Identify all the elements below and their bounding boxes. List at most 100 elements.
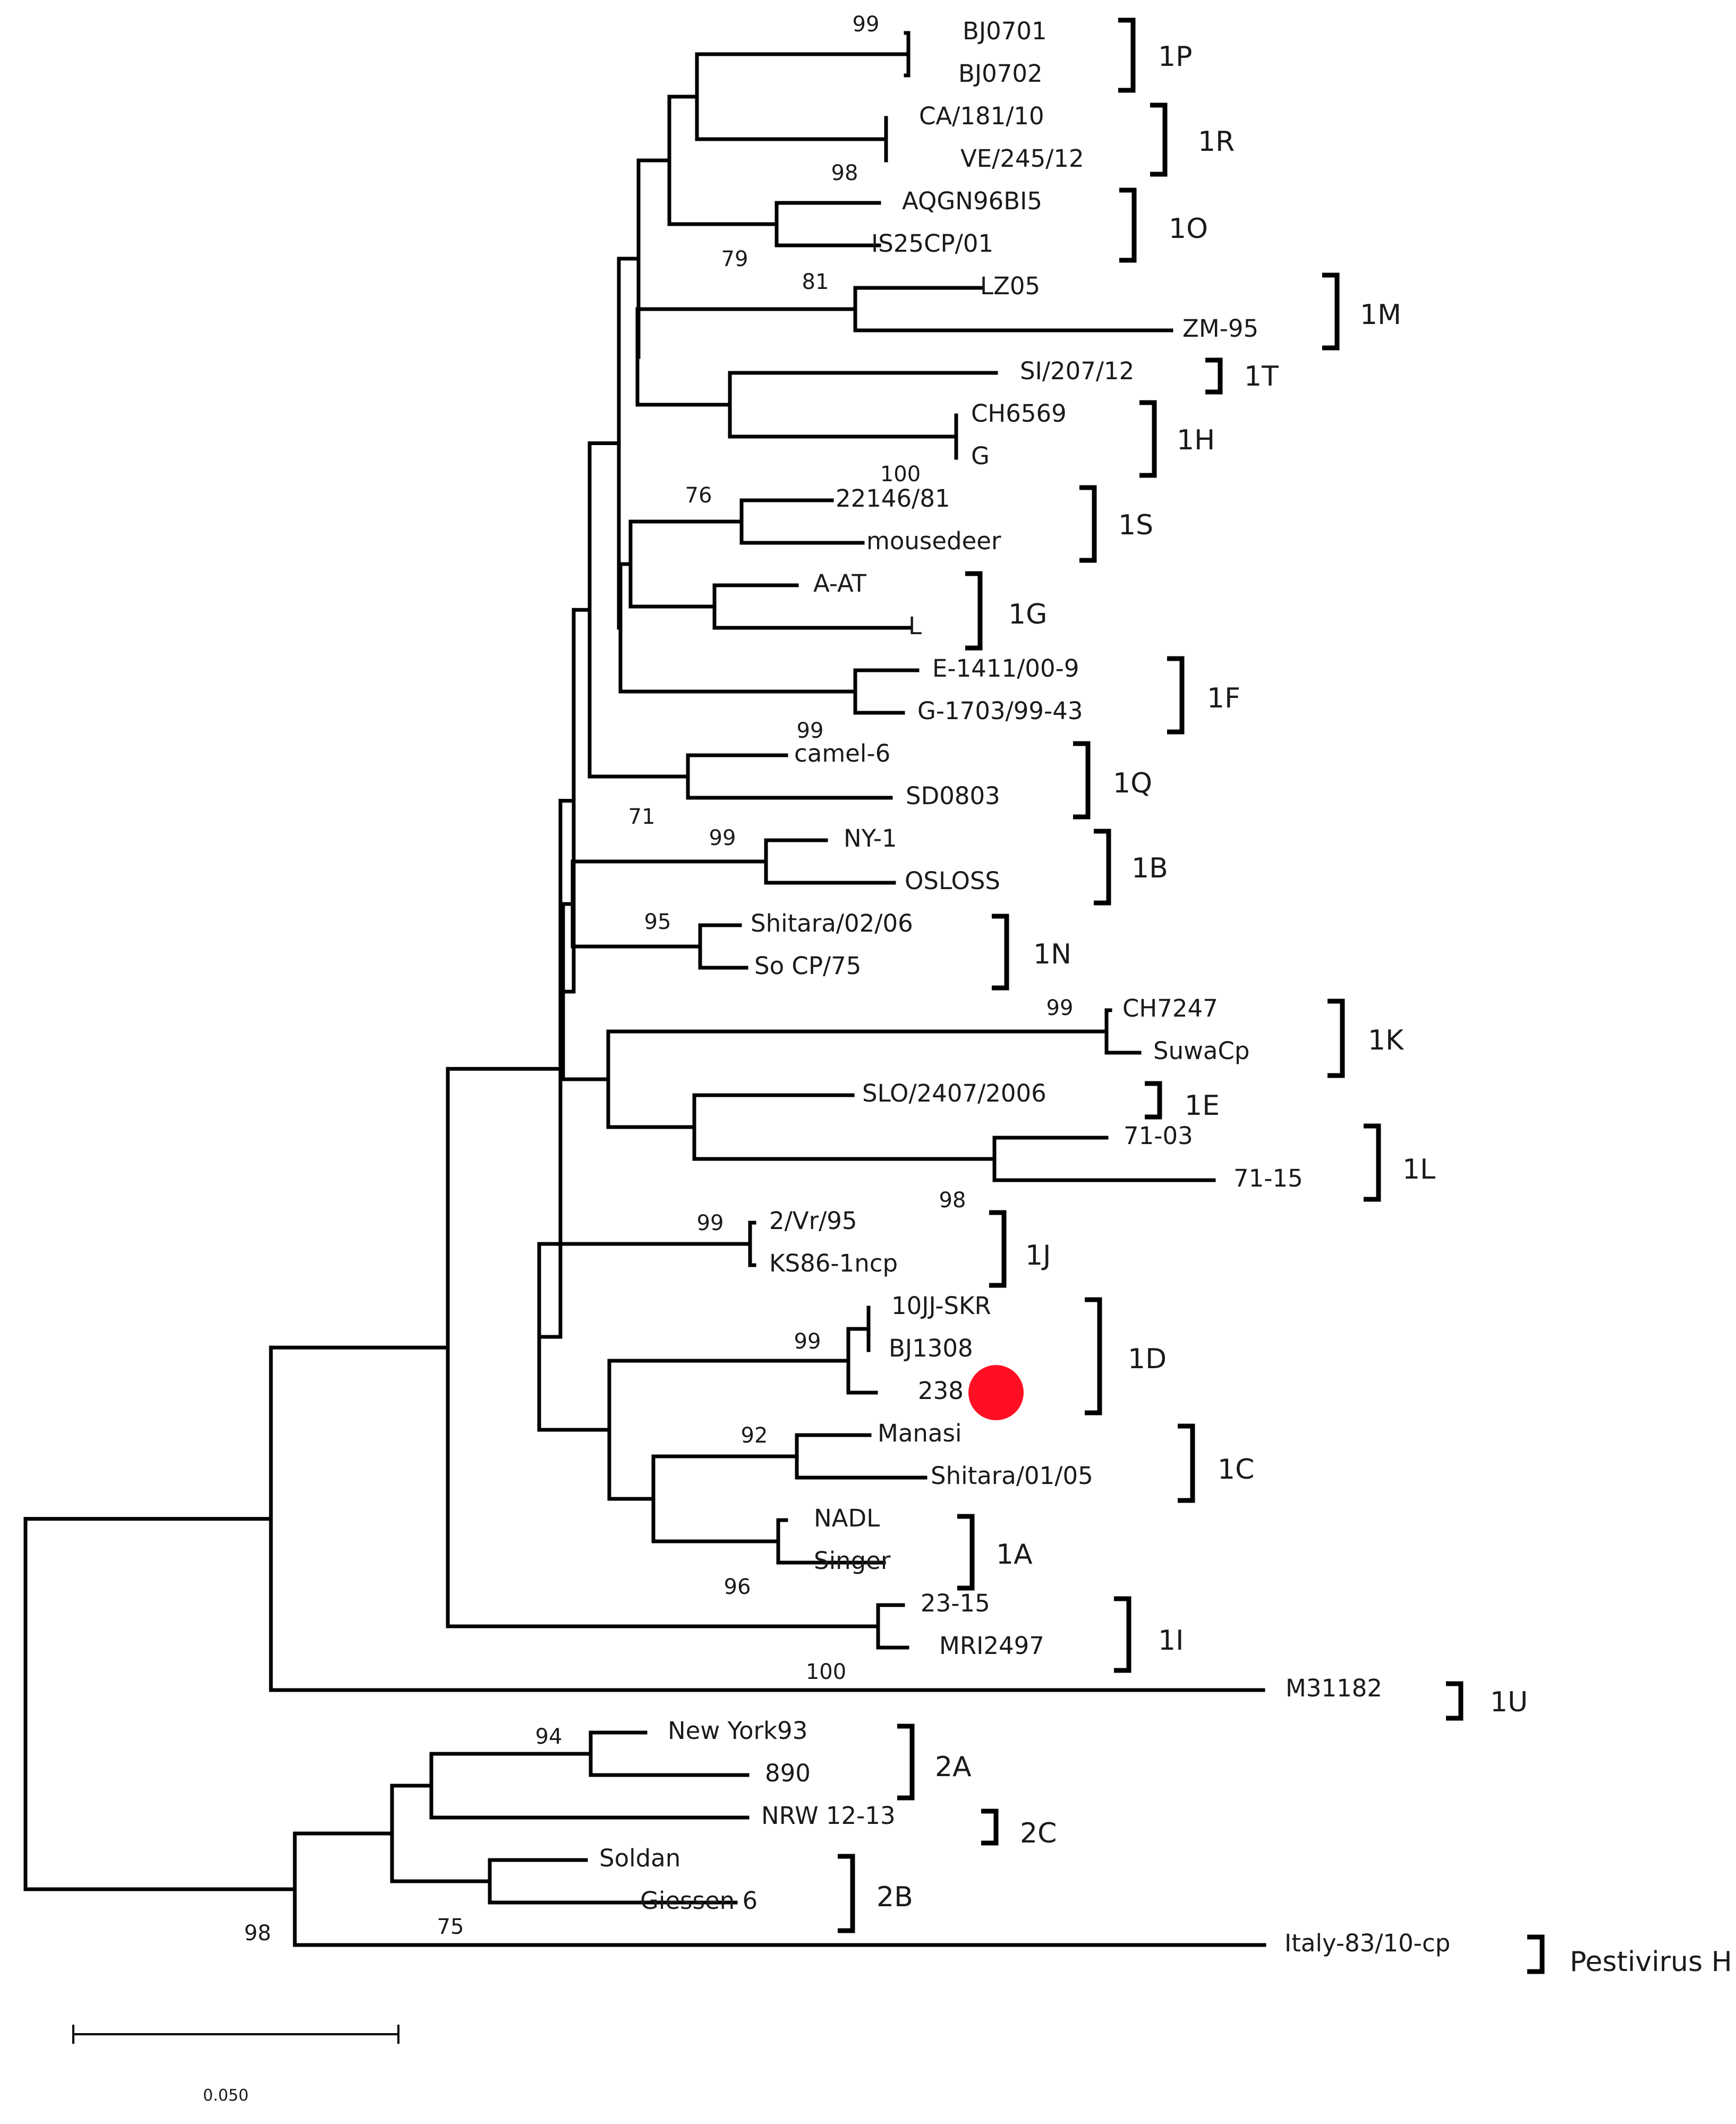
clade-bracket-1h — [1139, 400, 1157, 478]
taxon-label-bj0702: BJ0702 — [958, 59, 1043, 88]
bootstrap-value: 76 — [685, 483, 712, 508]
bootstrap-value: 100 — [880, 462, 921, 487]
taxon-label-bj1308: BJ1308 — [889, 1334, 973, 1362]
scale-bar — [72, 2025, 399, 2044]
taxon-label-mousedeer: mousedeer — [866, 527, 1001, 555]
clade-label-1h: 1H — [1177, 424, 1215, 456]
taxon-label-ve-245-12: VE/245/12 — [960, 144, 1084, 173]
clade-bracket-1e — [1145, 1081, 1162, 1120]
clade-label-1t: 1T — [1244, 361, 1279, 393]
taxon-label-ny-1: NY-1 — [844, 824, 897, 852]
clade-label-1o: 1O — [1169, 213, 1208, 245]
bootstrap-value: 99 — [794, 1329, 821, 1354]
taxon-label-890: 890 — [765, 1759, 811, 1787]
bootstrap-value: 95 — [644, 910, 671, 934]
clade-label-1m: 1M — [1360, 299, 1401, 331]
highlight-marker — [968, 1365, 1024, 1420]
clade-label-1c: 1C — [1218, 1454, 1254, 1486]
clade-label-1u: 1U — [1490, 1686, 1528, 1718]
taxon-label-manasi: Manasi — [878, 1419, 961, 1447]
clade-label-1e: 1E — [1185, 1090, 1220, 1122]
taxon-label-slo-2407-2006: SLO/2407/2006 — [862, 1079, 1046, 1107]
taxon-label-g: G — [971, 442, 990, 470]
clade-bracket-1n — [992, 914, 1009, 991]
taxon-label-singer: Singer — [814, 1547, 891, 1575]
taxon-label-71-03: 71-03 — [1124, 1122, 1193, 1150]
taxon-label-ks86-1ncp: KS86-1ncp — [769, 1249, 898, 1277]
taxon-label-sd0803: SD0803 — [906, 782, 1000, 810]
clade-label-1i: 1I — [1158, 1625, 1184, 1657]
clade-label-1a: 1A — [996, 1539, 1033, 1571]
bootstrap-value: 99 — [709, 826, 736, 850]
bootstrap-value: 81 — [802, 270, 829, 294]
clade-label-1s: 1S — [1118, 509, 1153, 541]
taxon-label-10jj-skr: 10JJ-SKR — [891, 1292, 991, 1320]
clade-bracket-2b — [838, 1854, 855, 1933]
clade-label-pestivirus-h: Pestivirus H — [1570, 1946, 1732, 1978]
taxon-label-nadl: NADL — [814, 1504, 880, 1532]
taxon-label-aqgn96bi5: AQGN96BI5 — [902, 187, 1042, 215]
taxon-label-a-at: A-AT — [813, 569, 866, 598]
clade-bracket-1g — [965, 571, 983, 651]
tree-branches — [23, 31, 1266, 1947]
clade-bracket-1m — [1322, 272, 1340, 351]
bootstrap-value: 71 — [628, 805, 656, 829]
clade-bracket-pestivirus-h — [1527, 1934, 1545, 1974]
bootstrap-value: 92 — [741, 1423, 768, 1448]
clade-bracket-2c — [981, 1809, 999, 1846]
clade-bracket-1r — [1150, 103, 1168, 177]
clade-bracket-1i — [1114, 1596, 1131, 1673]
taxon-label-si-207-12: SI/207/12 — [1020, 357, 1134, 385]
taxon-label-osloss: OSLOSS — [905, 867, 1000, 895]
clade-label-1r: 1R — [1198, 126, 1235, 158]
taxon-label-zm-95: ZM-95 — [1182, 314, 1258, 343]
clade-label-1n: 1N — [1033, 939, 1071, 970]
bootstrap-value: 75 — [437, 1915, 464, 1939]
clade-bracket-2a — [897, 1724, 915, 1801]
bootstrap-value: 99 — [697, 1211, 724, 1235]
clade-bracket-1s — [1079, 485, 1097, 563]
taxon-label-g-1703-99-43: G-1703/99-43 — [917, 697, 1083, 725]
clade-bracket-1a — [957, 1514, 975, 1591]
bootstrap-value: 94 — [535, 1725, 563, 1749]
bootstrap-value: 99 — [1046, 996, 1074, 1020]
clade-label-1p: 1P — [1158, 41, 1192, 73]
clade-label-1b: 1B — [1131, 852, 1168, 884]
taxon-label-so-cp-75: So CP/75 — [754, 952, 861, 980]
taxon-label-ch7247: CH7247 — [1122, 994, 1218, 1022]
clade-bracket-1q — [1073, 741, 1091, 820]
taxon-label-soldan: Soldan — [599, 1844, 680, 1872]
clade-label-2a: 2A — [935, 1751, 972, 1783]
clade-bracket-1c — [1178, 1423, 1195, 1503]
taxon-label-giessen-6: Giessen 6 — [640, 1887, 758, 1915]
taxon-label-ch6569: CH6569 — [971, 399, 1067, 428]
clade-label-1f: 1F — [1207, 683, 1240, 714]
taxon-label-is25cp-01: IS25CP/01 — [871, 229, 993, 258]
taxon-label-e-1411-00-9: E-1411/00-9 — [932, 654, 1079, 683]
taxon-label-ca-181-10: CA/181/10 — [919, 102, 1044, 130]
clade-bracket-1b — [1094, 829, 1111, 906]
taxon-label-22146-81: 22146/81 — [836, 484, 950, 513]
bootstrap-value: 96 — [724, 1575, 751, 1599]
bootstrap-value: 79 — [721, 247, 748, 271]
taxon-label-shitara-01-05: Shitara/01/05 — [931, 1462, 1093, 1490]
bootstrap-value: 98 — [244, 1921, 271, 1946]
bootstrap-value: 99 — [797, 719, 824, 743]
clade-label-1j: 1J — [1025, 1240, 1051, 1272]
bootstrap-value: 98 — [831, 161, 858, 185]
taxon-label-new-york93: New York93 — [668, 1717, 807, 1745]
taxon-label-71-15: 71-15 — [1233, 1164, 1303, 1192]
taxon-label-lz05: LZ05 — [980, 272, 1040, 300]
taxon-label-mri2497: MRI2497 — [939, 1632, 1044, 1660]
taxon-label-camel-6: camel-6 — [794, 739, 890, 767]
labels: BJ0701BJ0702CA/181/10VE/245/12AQGN96BI5I… — [203, 12, 1732, 2105]
taxon-label-suwacp: SuwaCp — [1153, 1037, 1249, 1065]
taxon-label-nrw-12-13: NRW 12-13 — [761, 1802, 896, 1830]
clade-bracket-1t — [1205, 357, 1223, 395]
clade-bracket-1d — [1085, 1297, 1102, 1415]
taxon-label-l: L — [908, 612, 922, 640]
clade-label-1d: 1D — [1128, 1343, 1167, 1375]
taxon-label-italy-83-10-cp: Italy-83/10-cp — [1284, 1929, 1450, 1957]
taxon-label-2-vr-95: 2/Vr/95 — [769, 1207, 857, 1235]
